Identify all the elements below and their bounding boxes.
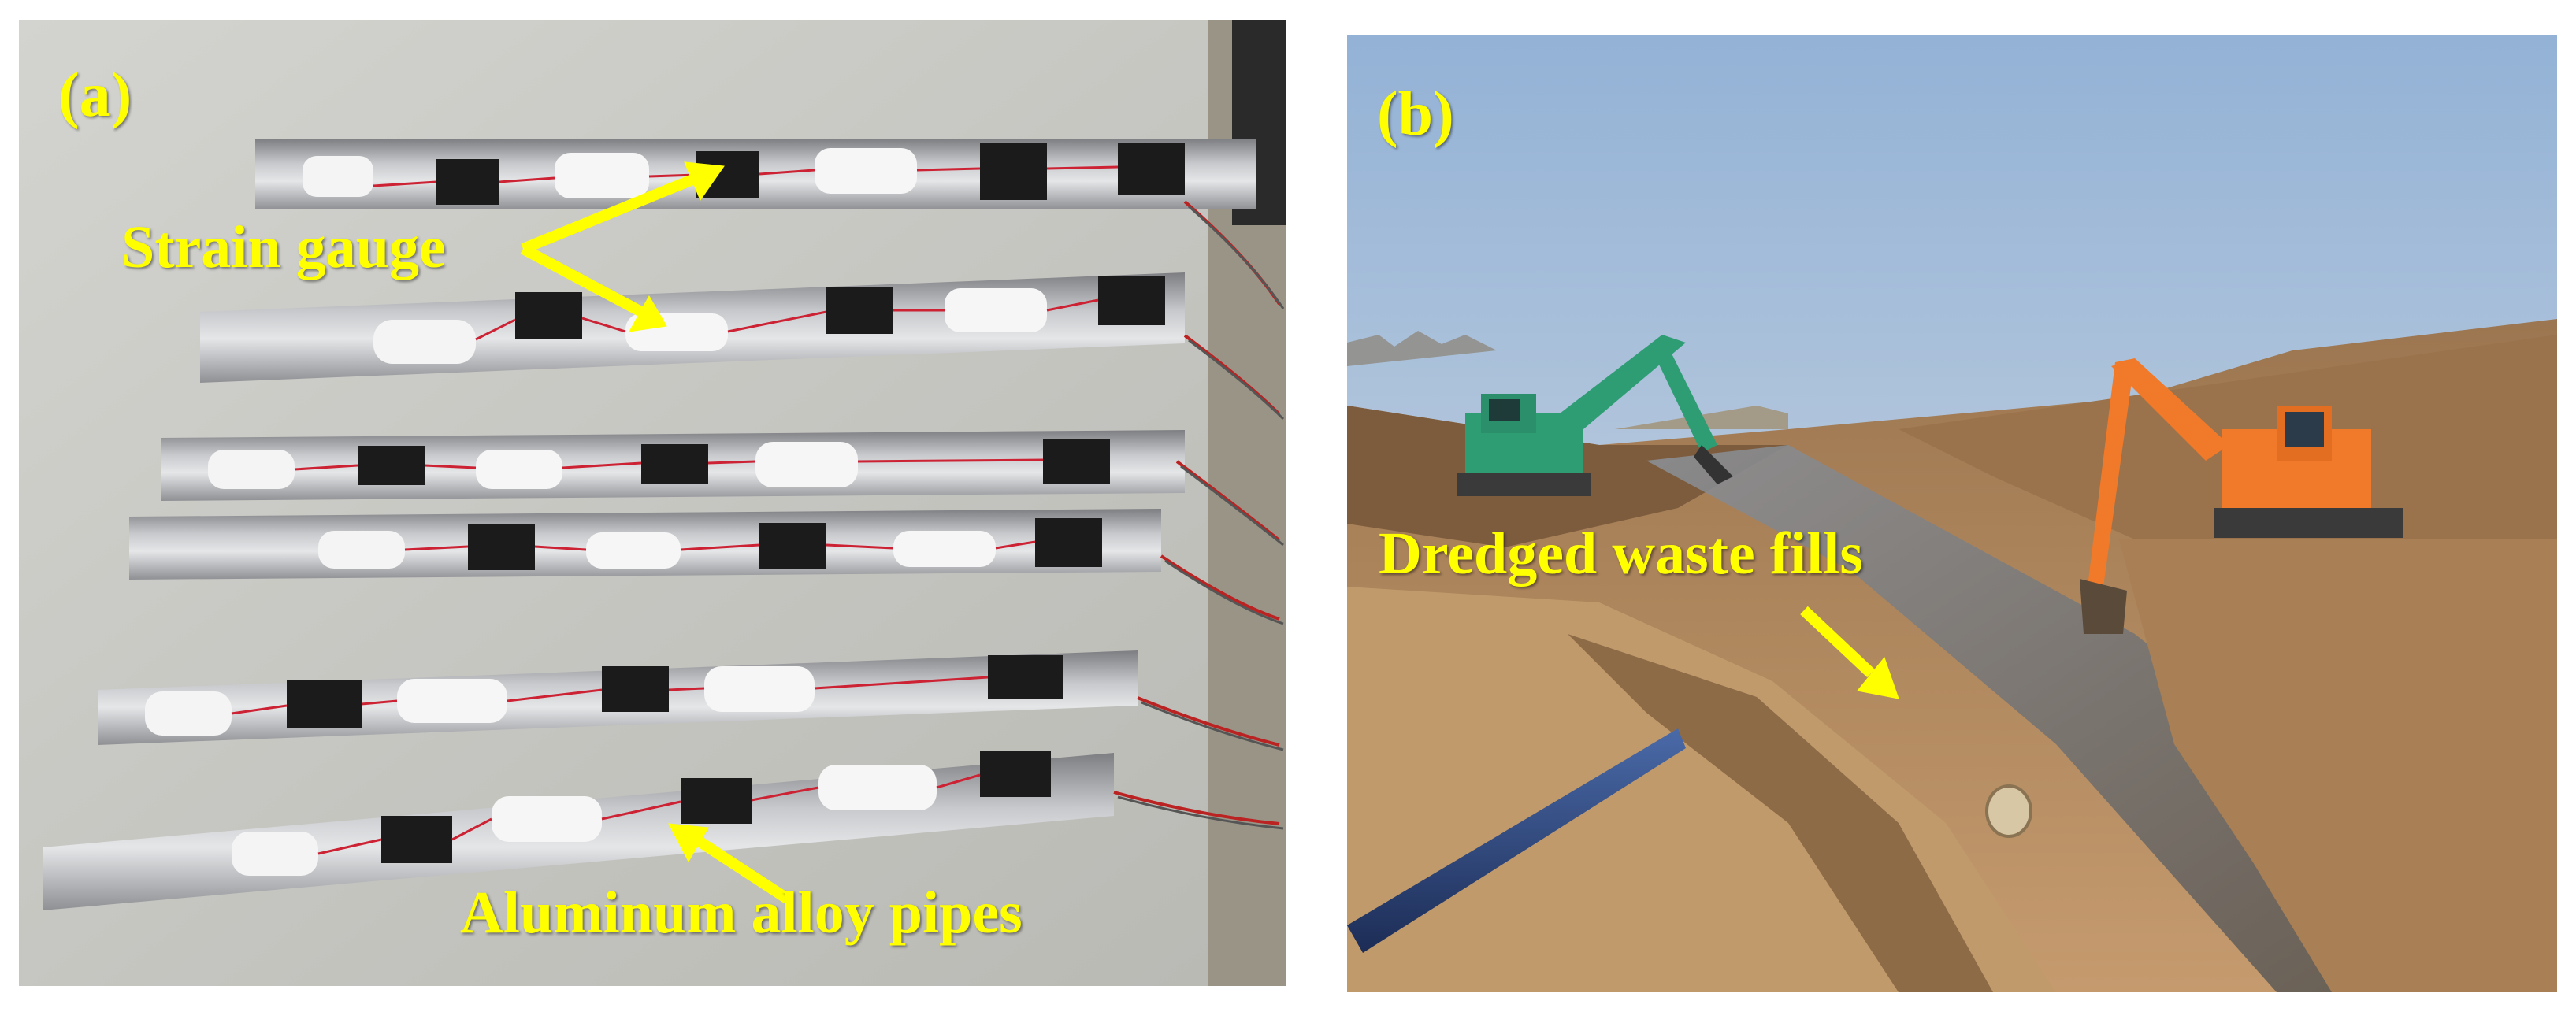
orange-excavator [2080, 358, 2403, 634]
field-photo [1347, 35, 2557, 992]
pipe-6 [43, 751, 1114, 910]
pipe-4 [129, 509, 1161, 580]
green-excavator [1457, 335, 1733, 496]
panel-label-b: (b) [1377, 80, 1454, 149]
pipe-3 [161, 430, 1185, 501]
panel-label-a: (a) [58, 61, 132, 130]
lab-photo [19, 20, 1286, 986]
dredged-waste-fills-label: Dredged waste fills [1379, 521, 1863, 587]
photo-panel-b: (b) Dredged waste fills [1347, 35, 2557, 992]
pipes-label: Aluminum alloy pipes [460, 880, 1023, 946]
pipe-5 [98, 650, 1138, 745]
pipe-1 [255, 139, 1256, 209]
strain-gauge-label: Strain gauge [121, 214, 446, 280]
photo-panel-a: (a) Strain gauge Aluminum alloy pipes [19, 20, 1286, 986]
